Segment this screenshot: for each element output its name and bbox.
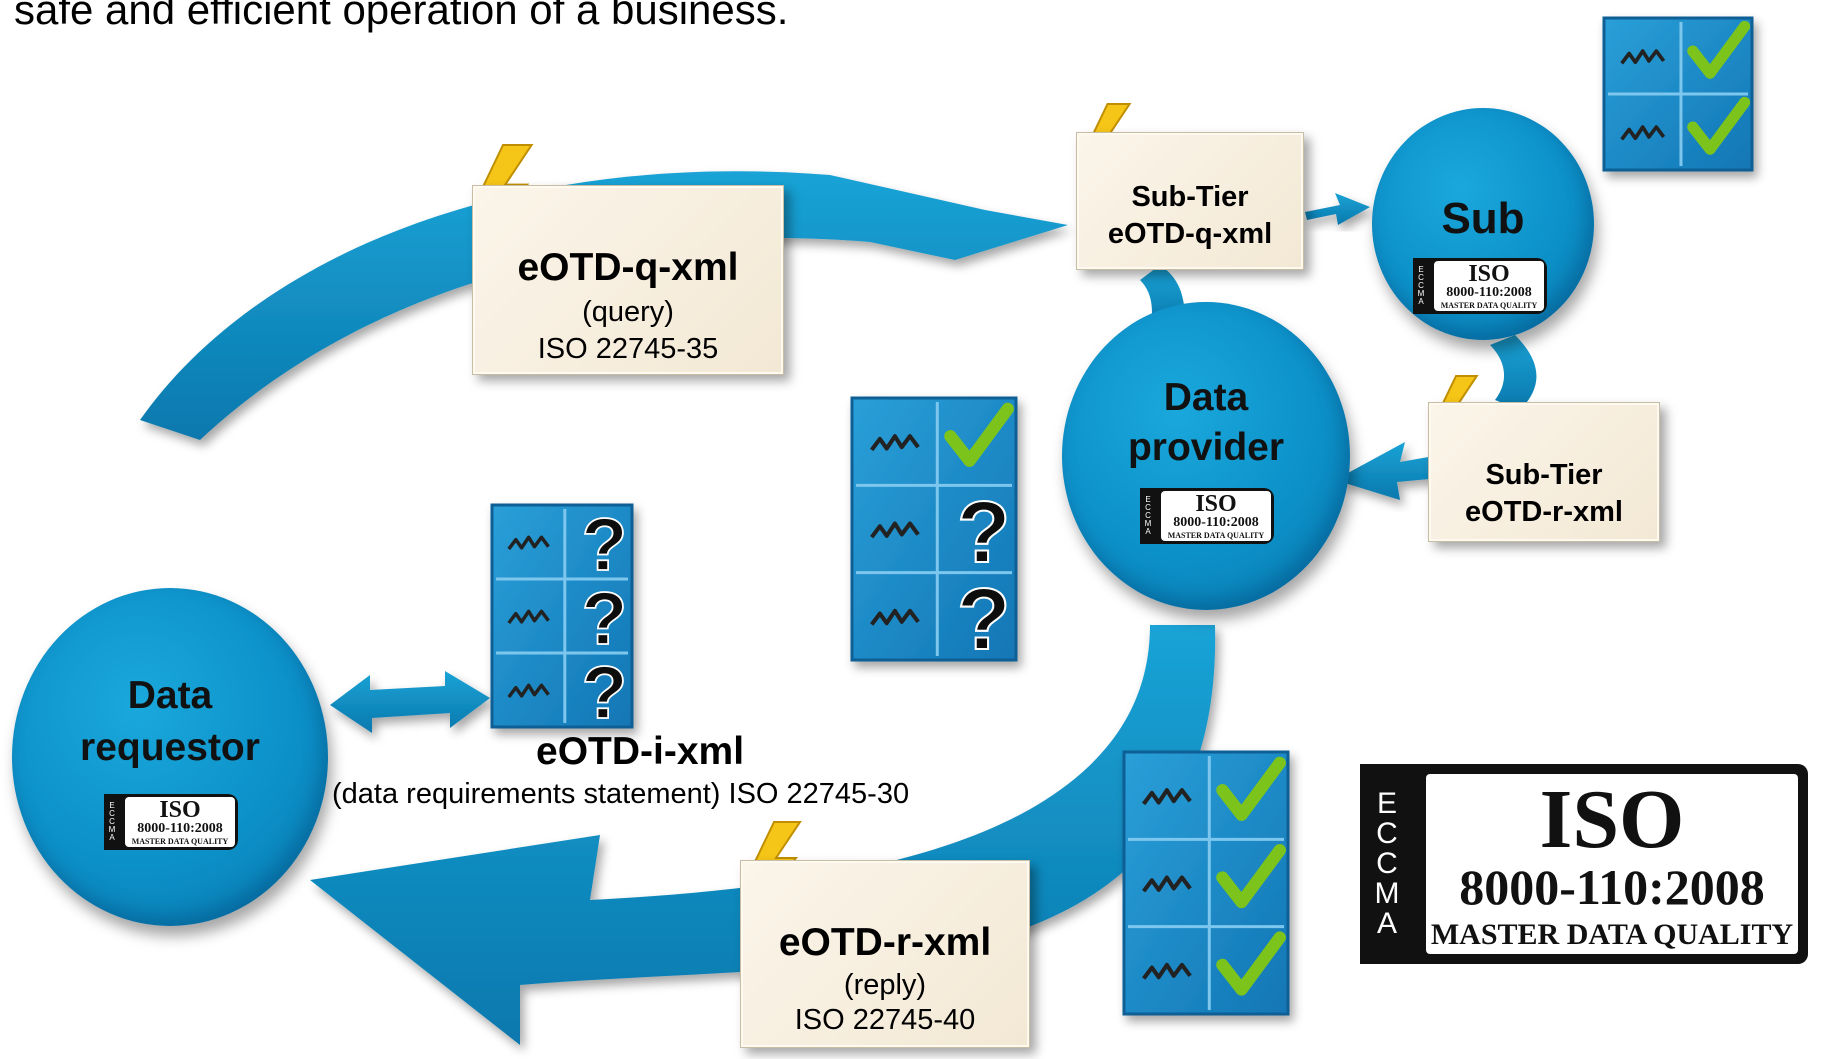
badge-subtitle: MASTER DATA QUALITY [1430, 918, 1794, 951]
eccma-letter: C [1376, 817, 1398, 850]
badge-number: 8000-110:2008 [1173, 515, 1259, 530]
eccma-letter: A [1376, 907, 1397, 940]
identifier-double-arrow [330, 671, 490, 733]
eccma-letter: E [1145, 495, 1151, 504]
query-sub1: (query) [582, 296, 674, 328]
subtier-query-line1: Sub-Tier [1131, 181, 1249, 213]
data-requestor-node: Data requestor [12, 588, 328, 926]
eccma-letter: C [109, 809, 115, 818]
data-provider-label-1: Data [1163, 376, 1249, 419]
check-mark-icon [1216, 931, 1286, 996]
eccma-letter: M [1374, 877, 1400, 910]
data-squiggle-icon [507, 609, 550, 625]
identifier-title: eOTD-i-xml [536, 730, 745, 773]
data-provider-label-2: provider [1127, 426, 1285, 469]
sub-reply-connector [1490, 335, 1537, 410]
badge-iso: ISO [1539, 774, 1685, 866]
identifier-grid: ??? [490, 501, 634, 735]
eccma-letter: M [1417, 289, 1425, 298]
eccma-letter: E [109, 801, 115, 810]
question-mark-icon: ? [582, 576, 628, 660]
sub-grid [1602, 16, 1754, 172]
subtier-query-card: Sub-Tier eOTD-q-xml [1076, 132, 1304, 270]
eccma-letter: A [1418, 297, 1424, 306]
eccma-letter: A [109, 833, 115, 842]
eccma-letter: M [108, 825, 116, 834]
badge-number: 8000-110:2008 [1446, 285, 1532, 300]
data-squiggle-icon [870, 434, 920, 452]
check-mark-icon [1216, 844, 1286, 909]
data-squiggle-icon [870, 608, 920, 626]
data-provider-node: Data provider [1062, 302, 1350, 610]
data-requestor-label-2: requestor [80, 726, 260, 769]
subtier-reply-card: Sub-Tier eOTD-r-xml [1428, 402, 1660, 542]
data-squiggle-icon [507, 683, 550, 699]
question-mark-icon: ? [957, 570, 1010, 668]
check-mark-icon [1687, 20, 1751, 79]
eccma-letter: E [1376, 787, 1397, 820]
query-title: eOTD-q-xml [517, 246, 739, 289]
query-flow-arrow [140, 171, 1068, 440]
data-squiggle-icon [870, 521, 920, 539]
reply-sub2: ISO 22745-40 [794, 1004, 976, 1036]
badge-number: 8000-110:2008 [137, 821, 223, 836]
question-mark-icon: ? [957, 483, 1010, 581]
eccma-letter: C [1145, 511, 1151, 520]
data-squiggle-icon [507, 535, 550, 551]
data-squiggle-icon [1142, 962, 1192, 980]
check-mark-icon [1687, 96, 1751, 155]
badge-subtitle: MASTER DATA QUALITY [1167, 531, 1265, 540]
reply-grid [1122, 750, 1290, 1016]
check-mark-icon [944, 402, 1014, 467]
question-mark-icon: ? [582, 502, 628, 586]
badge-iso: ISO [1195, 491, 1237, 517]
data-squiggle-icon [1142, 788, 1192, 806]
eccma-letter: C [109, 817, 115, 826]
subtier-reply-line2: eOTD-r-xml [1465, 496, 1623, 528]
data-squiggle-icon [1620, 125, 1666, 141]
eccma-letter: A [1145, 527, 1151, 536]
eccma-letter: E [1418, 265, 1424, 274]
data-requestor-label-1: Data [127, 674, 213, 717]
reply-sub1: (reply) [843, 969, 927, 1001]
eccma-letter: C [1418, 281, 1424, 290]
data-squiggle-icon [1142, 875, 1192, 893]
check-mark-icon [1216, 756, 1286, 821]
identifier-subtitle: (data requirements statement) ISO 22745-… [332, 778, 910, 810]
eccma-letter: M [1144, 519, 1152, 528]
subtier-query-line2: eOTD-q-xml [1107, 218, 1273, 250]
sub-label: Sub [1441, 194, 1525, 243]
eccma-letter: C [1418, 273, 1424, 282]
badge-subtitle: MASTER DATA QUALITY [1440, 301, 1538, 310]
badge-iso: ISO [159, 797, 201, 823]
intro-text: safe and efficient operation of a busine… [14, 0, 789, 33]
query-message-card: eOTD-q-xml (query) ISO 22745-35 [472, 185, 784, 375]
eccma-letter: C [1376, 847, 1398, 880]
reply-message-card: eOTD-r-xml (reply) ISO 22745-40 [740, 860, 1030, 1048]
badge-number: 8000-110:2008 [1459, 859, 1765, 915]
badge-subtitle: MASTER DATA QUALITY [131, 837, 229, 846]
query-sub2: ISO 22745-35 [537, 333, 719, 365]
reply-title: eOTD-r-xml [778, 921, 992, 964]
badge-iso: ISO [1468, 261, 1510, 287]
data-squiggle-icon [1620, 49, 1666, 65]
subtier-reply-arrow [1335, 442, 1440, 500]
subtier-query-arrow [1305, 193, 1370, 225]
subtier-reply-line1: Sub-Tier [1485, 459, 1603, 491]
provider-grid: ?? [850, 396, 1018, 669]
eccma-letter: C [1145, 503, 1151, 512]
question-mark-icon: ? [582, 650, 628, 734]
